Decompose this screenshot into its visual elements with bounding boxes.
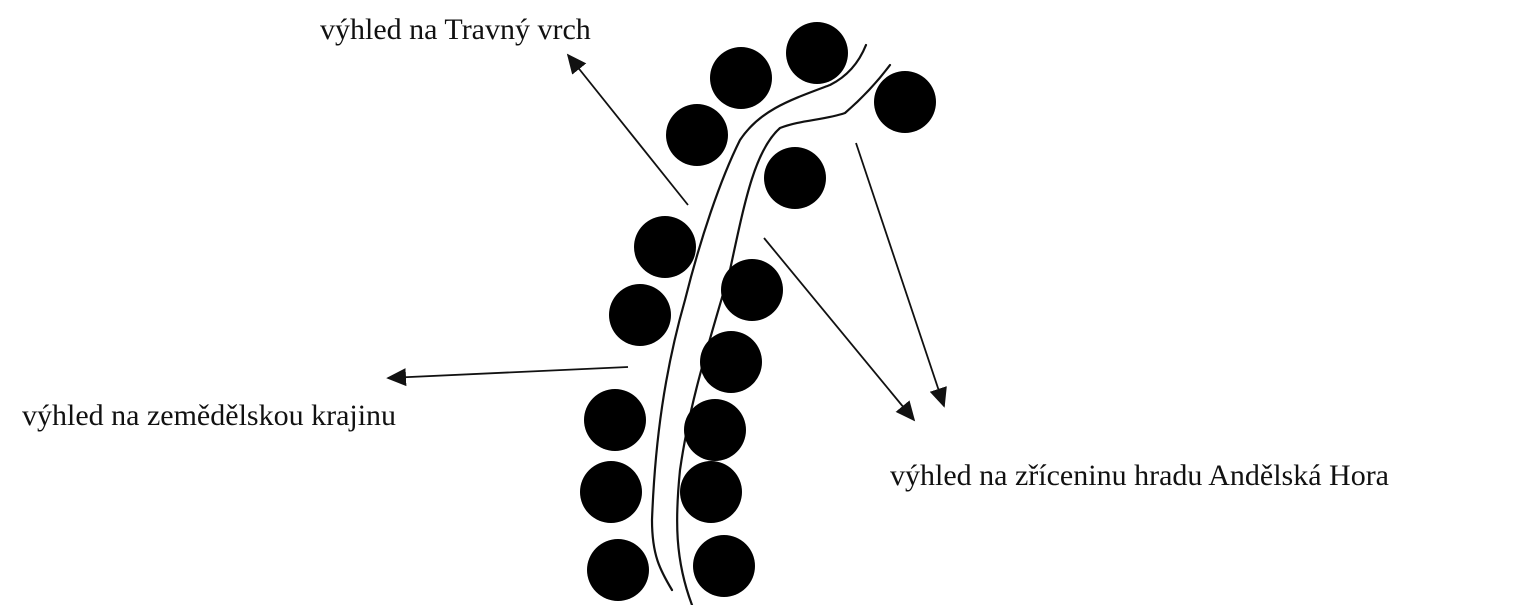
arrow-icon: [855, 142, 947, 408]
label-travny-vrch: výhled na Travný vrch: [320, 13, 591, 46]
tree-icon: [666, 104, 728, 166]
arrow-icon: [566, 53, 689, 206]
trees: [580, 22, 936, 601]
tree-icon: [684, 399, 746, 461]
path-right-edge: [676, 63, 892, 605]
tree-icon: [587, 539, 649, 601]
arrow-icon: [386, 366, 629, 387]
arrow-icon: [763, 237, 916, 422]
tree-icon: [710, 47, 772, 109]
label-hrad-andelska-hora: výhled na zříceninu hradu Andělská Hora: [890, 459, 1389, 492]
arrows: [386, 53, 947, 422]
tree-icon: [700, 331, 762, 393]
tree-icon: [609, 284, 671, 346]
tree-icon: [764, 147, 826, 209]
tree-icon: [680, 461, 742, 523]
tree-icon: [874, 71, 936, 133]
tree-icon: [580, 461, 642, 523]
path: [650, 43, 892, 605]
path-left-edge: [650, 43, 868, 592]
tree-icon: [693, 535, 755, 597]
tree-icon: [634, 216, 696, 278]
label-zemedelska-krajina: výhled na zemědělskou krajinu: [22, 399, 396, 432]
tree-icon: [584, 389, 646, 451]
tree-icon: [721, 259, 783, 321]
tree-icon: [786, 22, 848, 84]
